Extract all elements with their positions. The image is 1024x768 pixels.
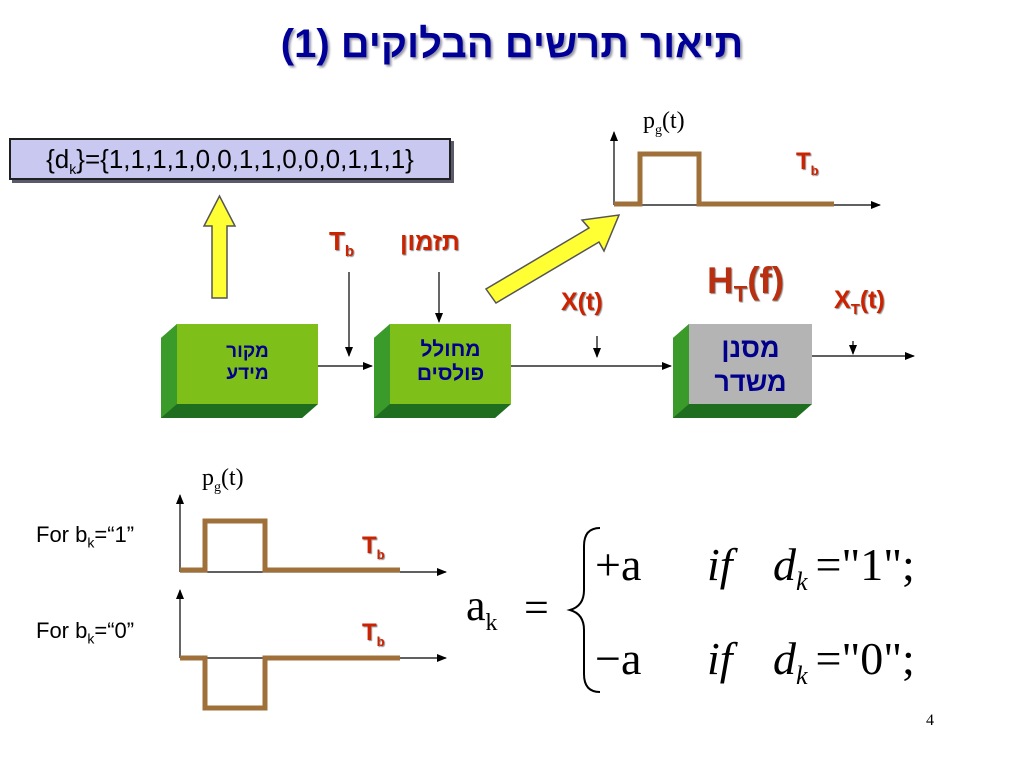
tb-bit1-sub: b: [376, 546, 385, 562]
for-bit0-label: For bk=“0”: [36, 618, 134, 646]
pg-bottom-sub: g: [214, 479, 221, 495]
for-bit1-sub: k: [87, 534, 95, 551]
tb-label-main: T: [329, 226, 345, 256]
pg-top-end: (t): [662, 108, 685, 134]
tb-top-sub: b: [810, 162, 819, 178]
negative-pulse-shape: [180, 655, 400, 711]
tb-label-sub: b: [344, 243, 355, 261]
filter-label-line1: מסנן: [721, 333, 780, 363]
equation-equals: =: [524, 583, 549, 632]
yellow-diagonal-arrow: [484, 214, 621, 304]
for-bit1-label: For bk=“1”: [36, 522, 134, 550]
eq-row1-value: +a: [595, 539, 642, 590]
pg-bottom-main: p: [202, 465, 214, 491]
pulse-block-label: מחולל פולסים: [390, 338, 511, 386]
tb-bit0-sub: b: [376, 633, 385, 649]
xtt-label: XT(t): [834, 286, 885, 318]
sequence-sub: k: [69, 161, 77, 178]
for-bit1-value: =“1”: [94, 522, 135, 547]
pg-label-top: pg(t): [643, 108, 685, 139]
eq-row2-if: if: [707, 633, 733, 684]
pulse-generator-block: [374, 324, 511, 418]
equation-lhs: ak: [466, 580, 498, 637]
pulse-label-line1: מחולל: [420, 338, 481, 361]
pg-top-main: p: [643, 108, 655, 134]
tb-top-main: T: [796, 148, 811, 175]
xtt-label-end: (t): [859, 286, 885, 314]
equation-brace: [566, 527, 601, 693]
eq-row2-value: −a: [595, 633, 642, 684]
for-bit0-sub: k: [87, 630, 95, 647]
eq-row1-rhs: ="1";: [815, 539, 915, 590]
yellow-up-arrow: [202, 194, 237, 299]
eq-lhs-main: a: [466, 581, 486, 630]
pulse-plot-bit0: [176, 589, 447, 711]
pg-bottom-end: (t): [221, 465, 244, 491]
for-bit1-prefix: For b: [36, 522, 88, 547]
top-pulse-plot: [610, 131, 881, 209]
eq-row1-d-sub: k: [796, 567, 808, 597]
slide-title: תיאור תרשים הבלוקים (1): [280, 22, 744, 66]
ht-label-end: (f): [747, 260, 785, 301]
source-label-line2: מידע: [226, 362, 269, 384]
filter-block-label: מסנן משדר: [689, 332, 812, 400]
for-bit0-value: =“0”: [94, 618, 135, 643]
tb-label-top-plot: Tb: [796, 148, 819, 178]
transmit-filter-block: [673, 324, 812, 418]
eq-row1-d: d: [773, 539, 796, 590]
sequence-box: {dk}={1,1,1,1,0,0,1,1,0,0,0,1,1,1}: [9, 138, 451, 180]
ht-label-main: H: [707, 260, 734, 301]
ht-label: HT(f): [707, 260, 784, 307]
source-block-label: מקור מידע: [177, 341, 318, 385]
page-number: 4: [926, 712, 934, 729]
pulse-plot-bit1: [176, 494, 447, 576]
source-label-line1: מקור: [226, 341, 269, 362]
eq-row1-if: if: [707, 539, 733, 590]
eq-lhs-sub: k: [485, 609, 498, 636]
tb-label-bit0: Tb: [362, 619, 385, 649]
xtt-label-sub: T: [850, 301, 860, 318]
timing-label: תזמון: [400, 228, 460, 256]
tb-bit1-main: T: [362, 532, 377, 559]
tb-label: Tb: [329, 226, 354, 260]
eq-row2-rhs: ="0";: [815, 633, 915, 684]
tb-label-bit1: Tb: [362, 532, 385, 562]
for-bit0-prefix: For b: [36, 618, 88, 643]
eq-row2-d-sub: k: [796, 661, 808, 691]
tb-bit0-main: T: [362, 619, 377, 646]
pg-top-sub: g: [655, 122, 662, 138]
xtt-label-main: X: [834, 286, 851, 314]
ht-label-sub: T: [733, 281, 748, 307]
sequence-values: }={1,1,1,1,0,0,1,1,0,0,0,1,1,1}: [76, 144, 414, 174]
sequence-open: {d: [46, 144, 70, 174]
top-pulse-shape: [614, 151, 834, 207]
pg-label-bottom: pg(t): [202, 465, 244, 496]
xt-label: X(t): [561, 288, 603, 316]
positive-pulse-shape: [180, 518, 400, 573]
pulse-label-line2: פולסים: [416, 362, 485, 386]
filter-label-line2: משדר: [714, 366, 787, 397]
eq-row2-d: d: [773, 633, 796, 684]
source-block: [161, 324, 318, 418]
